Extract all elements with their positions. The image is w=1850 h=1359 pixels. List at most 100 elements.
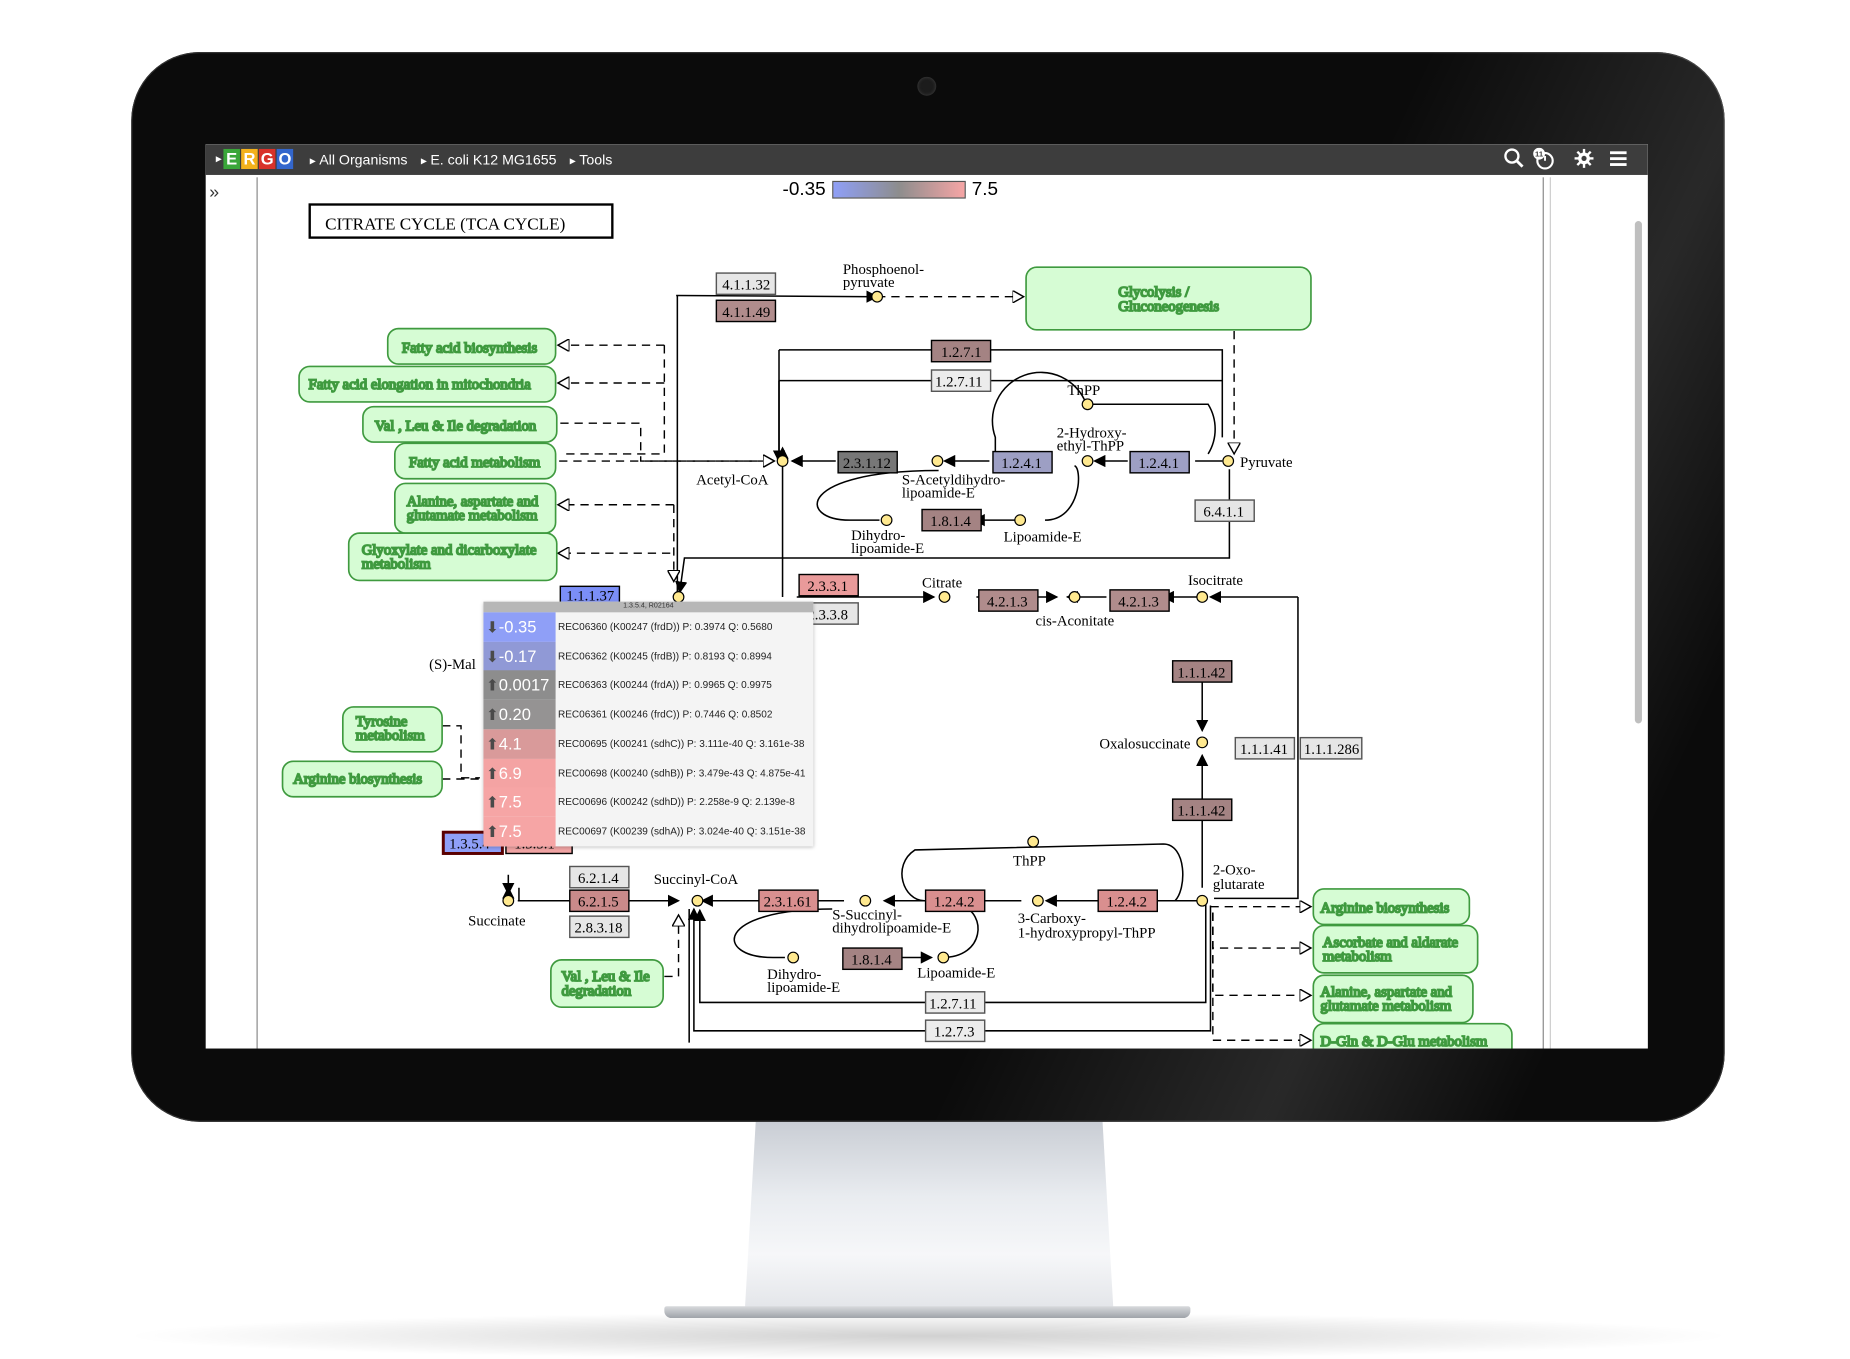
map-fatty-acid-metabolism[interactable]: Fatty acid metabolism [393, 442, 557, 480]
top-nav-bar: ▸ E R G O All Organisms E. coli K12 MG16… [205, 144, 1648, 175]
enzyme-box[interactable]: 2.3.3.1 [798, 573, 859, 597]
enzyme-box[interactable]: 4.1.1.32 [715, 272, 777, 296]
compound-node[interactable] [937, 951, 950, 964]
enzyme-box[interactable]: 1.1.1.42 [1171, 798, 1233, 822]
map-val-leu-ile-top[interactable]: Val , Leu & Ile degradation [362, 405, 558, 443]
enzyme-label: 1.1.1.41 [1240, 742, 1288, 758]
map-d-gln-d-glu[interactable]: D-Gln & D-Glu metabolism [1312, 1022, 1513, 1049]
compound-node[interactable] [691, 894, 704, 907]
compound-node[interactable] [1196, 894, 1209, 907]
enzyme-box[interactable]: 1.8.1.4 [921, 508, 982, 532]
label-thpp-top: ThPP [1067, 383, 1100, 399]
enzyme-box[interactable]: 1.2.7.11 [930, 369, 992, 392]
enzyme-label: 1.2.4.1 [1001, 456, 1042, 472]
sidebar-expand-icon[interactable]: » [209, 182, 220, 203]
label-succinate: Succinate [468, 914, 526, 930]
enzyme-box[interactable]: 4.2.1.3 [1109, 589, 1170, 612]
enzyme-box[interactable]: 1.1.1.37 [559, 585, 621, 605]
enzyme-label: 1.2.7.11 [929, 996, 976, 1012]
enzyme-box[interactable]: 2.8.3.18 [569, 915, 630, 939]
enzyme-box[interactable]: 2.3.1.61 [758, 889, 819, 913]
menu-icon[interactable] [1606, 148, 1630, 172]
legend-gradient [832, 180, 966, 199]
compound-node[interactable] [938, 591, 951, 603]
compound-node[interactable] [1081, 398, 1094, 411]
map-label: metabolism [356, 728, 425, 744]
history-icon[interactable]: 11 [1532, 147, 1556, 172]
compound-node[interactable] [1196, 591, 1209, 603]
map-label: Alanine, aspartate and [1320, 985, 1452, 1001]
enzyme-box[interactable]: 1.1.1.286 [1299, 736, 1363, 760]
compound-node[interactable] [1031, 894, 1044, 907]
enzyme-label: 4.2.1.3 [1118, 594, 1159, 610]
label-s-acetyl-1: S-Acetyldihydro- [902, 473, 1005, 489]
enzyme-box[interactable]: 1.2.4.1 [1129, 450, 1190, 474]
compound-node[interactable] [502, 894, 515, 907]
nav-organism[interactable]: E. coli K12 MG1655 [421, 151, 556, 168]
tooltip-gene-info: REC00696 (K00242 (sdhD)) P: 2.258e-9 Q: … [557, 795, 795, 808]
enzyme-box[interactable]: 1.2.4.2 [1097, 889, 1158, 913]
compound-node[interactable] [880, 514, 893, 527]
compound-node[interactable] [787, 951, 800, 964]
tooltip-header: 1.3.5.4, R02164 [483, 601, 814, 613]
enzyme-box[interactable]: 1.2.7.11 [924, 991, 986, 1014]
compound-node[interactable] [1081, 455, 1094, 467]
enzyme-box[interactable]: 1.2.4.1 [992, 450, 1053, 474]
enzyme-box[interactable]: 4.1.1.49 [715, 299, 777, 323]
map-fatty-acid-elongation[interactable]: Fatty acid elongation in mitochondria [298, 365, 557, 403]
enzyme-label: 6.2.1.4 [578, 871, 619, 887]
enzyme-label: 1.2.4.2 [934, 895, 975, 911]
map-label: Fatty acid metabolism [409, 455, 541, 471]
nav-all-organisms[interactable]: All Organisms [310, 151, 407, 168]
enzyme-box[interactable]: 2.3.1.12 [837, 450, 898, 474]
arrow-up-icon: ⬆ [485, 676, 499, 695]
compound-node[interactable] [1068, 591, 1081, 603]
compound-node[interactable] [1196, 736, 1209, 749]
logo-letter-r: R [241, 148, 258, 170]
vertical-scrollbar[interactable] [1634, 221, 1642, 724]
enzyme-box[interactable]: 6.4.1.1 [1194, 499, 1255, 523]
enzyme-box[interactable]: 4.2.1.3 [978, 589, 1039, 612]
compound-node[interactable] [1014, 514, 1027, 527]
map-label: Val , Leu & Ile degradation [375, 418, 537, 434]
label-hydroxyethyl-2: ethyl-ThPP [1057, 438, 1124, 454]
map-label: Glyoxylate and dicarboxylate [362, 542, 537, 558]
compound-node[interactable] [931, 455, 944, 467]
compound-node[interactable] [672, 591, 685, 603]
map-label: Tyrosine [356, 714, 408, 730]
enzyme-box[interactable]: 1.1.1.41 [1234, 736, 1296, 760]
title-box: CITRATE CYCLE (TCA CYCLE) [308, 203, 614, 239]
nav-tools[interactable]: Tools [570, 151, 612, 168]
enzyme-box[interactable]: 1.1.1.42 [1171, 660, 1233, 683]
compound-node[interactable] [871, 290, 884, 303]
map-arginine-right[interactable]: Arginine biosynthesis [1312, 888, 1471, 926]
enzyme-box[interactable]: 2.3.3.8 [798, 602, 859, 625]
map-arginine-left[interactable]: Arginine biosynthesis [281, 760, 443, 798]
enzyme-box[interactable]: 1.8.1.4 [842, 947, 903, 971]
gear-icon[interactable] [1572, 148, 1596, 172]
tooltip-value: ⬇-0.35 [483, 612, 556, 642]
compound-node[interactable] [1222, 455, 1235, 467]
compound-node[interactable] [1027, 835, 1040, 848]
tooltip-value: ⬆0.0017 [483, 670, 556, 701]
enzyme-box[interactable]: 1.2.7.3 [924, 1019, 986, 1043]
ergo-logo[interactable]: ▸ E R G O [216, 148, 294, 170]
map-fatty-acid-biosynthesis[interactable]: Fatty acid biosynthesis [386, 327, 557, 365]
enzyme-box[interactable]: 6.2.1.4 [569, 865, 630, 889]
compound-node[interactable] [776, 455, 789, 467]
compound-node[interactable] [859, 894, 872, 907]
camera [917, 76, 937, 96]
tooltip-value-number: 7.5 [498, 821, 522, 841]
enzyme-box[interactable]: 6.2.1.5 [569, 889, 630, 913]
search-icon[interactable] [1502, 148, 1526, 172]
enzyme-box[interactable]: 1.2.7.1 [930, 339, 992, 363]
map-glycolysis[interactable]: Glycolysis /Gluconeogenesis [1025, 266, 1312, 331]
enzyme-box[interactable]: 1.2.4.2 [924, 889, 986, 913]
